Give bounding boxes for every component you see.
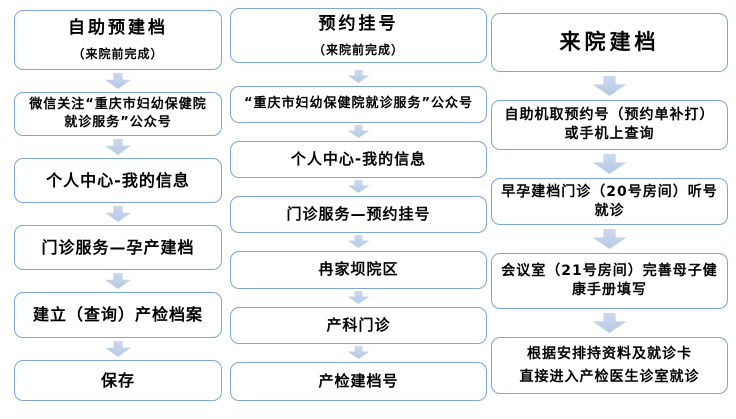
flow-step-box: 建立（查询）产检档案 [14, 292, 222, 338]
flow-header-box: 自助预建档 （来院前完成） [14, 10, 222, 70]
flow-step-box: 会议室（21号房间）完善母子健 康手册填写 [491, 253, 728, 309]
down-arrow-icon [592, 229, 627, 249]
column-self-pre-filing: 自助预建档 （来院前完成） 微信关注“重庆市妇幼保健院 就诊服务”公众号 个人中… [14, 10, 222, 401]
down-arrow-icon [592, 154, 627, 174]
down-arrow-icon [105, 273, 131, 289]
flow-step-box: 微信关注“重庆市妇幼保健院 就诊服务”公众号 [14, 92, 222, 136]
down-arrow-icon [105, 139, 131, 155]
flow-step-box: 门诊服务—孕产建档 [14, 225, 222, 270]
flow-header-box: 来院建档 [491, 13, 728, 72]
down-arrow-icon [347, 346, 370, 359]
column-title: 自助预建档 [68, 18, 168, 39]
down-arrow-icon [347, 180, 370, 193]
flow-step-box: 保存 [14, 360, 222, 401]
column-title: 来院建档 [559, 30, 660, 55]
flow-step-box: 产检建档号 [230, 361, 487, 401]
column-subtitle: （来院前完成） [312, 42, 404, 57]
flow-step-box: 个人中心-我的信息 [230, 140, 487, 178]
down-arrow-icon [347, 125, 370, 138]
flow-step-box: “重庆市妇幼保健院就诊服务”公众号 [230, 85, 487, 123]
column-appointment-registration: 预约挂号 （来院前完成） “重庆市妇幼保健院就诊服务”公众号 个人中心-我的信息… [230, 8, 487, 401]
flow-step-box: 自助机取预约号（预约单补打） 或手机上查询 [491, 100, 728, 150]
flow-header-box: 预约挂号 （来院前完成） [230, 8, 487, 63]
flow-step-box: 产科门诊 [230, 306, 487, 344]
column-subtitle: （来院前完成） [72, 47, 164, 62]
flow-step-box: 门诊服务—预约挂号 [230, 195, 487, 233]
flow-step-box: 早孕建档门诊（20号房间）听号 就诊 [491, 178, 728, 225]
down-arrow-icon [105, 73, 131, 89]
flow-step-box: 根据安排持资料及就诊卡 直接进入产检医生诊室就诊 [491, 337, 728, 394]
flow-step-box: 冉家坝院区 [230, 250, 487, 289]
column-title: 预约挂号 [318, 13, 399, 34]
down-arrow-icon [347, 235, 370, 248]
down-arrow-icon [105, 341, 131, 357]
down-arrow-icon [347, 291, 370, 304]
down-arrow-icon [592, 76, 627, 96]
down-arrow-icon [592, 313, 627, 333]
column-in-hospital-filing: 来院建档 自助机取预约号（预约单补打） 或手机上查询 早孕建档门诊（20号房间）… [491, 13, 728, 394]
down-arrow-icon [347, 70, 370, 83]
down-arrow-icon [105, 206, 131, 222]
flow-step-box: 个人中心-我的信息 [14, 158, 222, 203]
